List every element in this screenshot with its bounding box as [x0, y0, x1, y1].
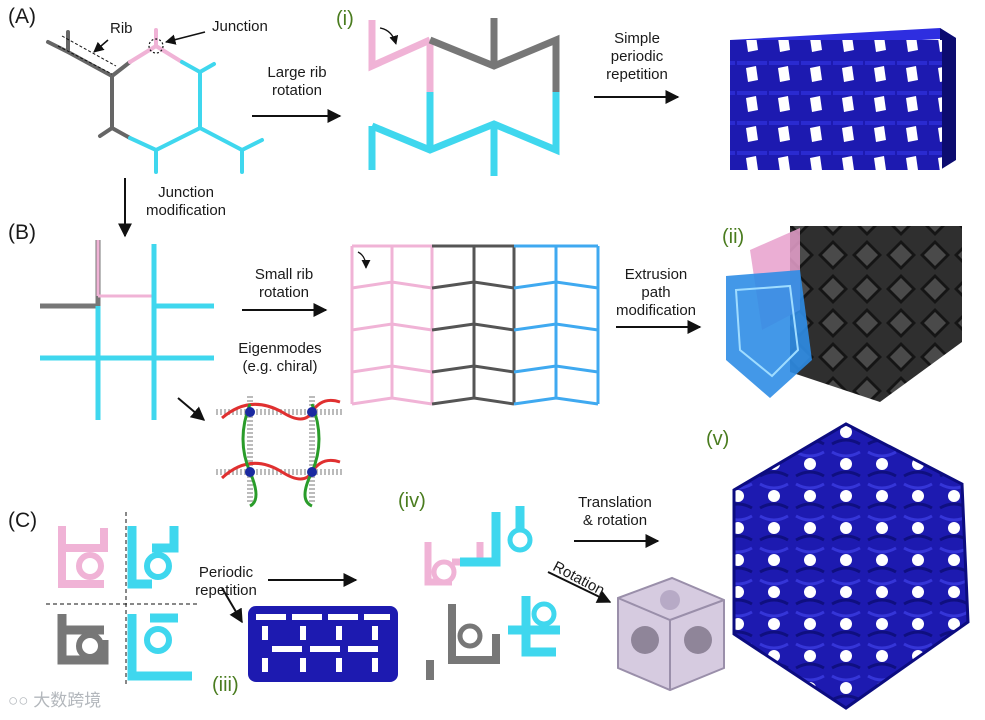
- eigenmode-plot: [216, 396, 342, 508]
- subpanel-label-iii: (iii): [212, 674, 239, 696]
- translation-rotation-caption: Translation & rotation: [578, 494, 652, 529]
- panel-label-a: (A): [8, 5, 36, 28]
- rib-junction-diagram: [46, 28, 264, 174]
- blue-hexagonal-lattice: [732, 422, 970, 710]
- diamond-structure-3d: [726, 226, 962, 402]
- rib-label: Rib: [110, 20, 133, 37]
- junction-modification-caption: Junction modification: [145, 184, 227, 219]
- extrusion-path-modification-caption: Extrusion path modification: [615, 266, 697, 319]
- panel-label-b: (B): [8, 221, 36, 244]
- lavender-cube: [617, 576, 725, 692]
- square-grid: [40, 240, 214, 420]
- large-rib-rotation-caption: Large rib rotation: [267, 64, 327, 99]
- panel-label-c: (C): [8, 509, 38, 532]
- arrow-rotation: [547, 571, 612, 603]
- navy-weave-sheet: [248, 606, 398, 682]
- subpanel-label-ii: (ii): [722, 226, 745, 248]
- large-rotation-structure: [368, 18, 560, 176]
- subpanel-label-v: (v): [706, 428, 730, 450]
- simple-periodic-repetition-caption: Simple periodic repetition: [606, 30, 668, 83]
- rotated-unit-cell: [424, 506, 560, 680]
- arrow-to-weave: [221, 587, 243, 624]
- watermark: ○○ 大数跨境: [8, 691, 102, 710]
- periodic-repetition-caption: Periodic repetition: [195, 564, 257, 599]
- subpanel-label-i: (i): [336, 8, 354, 30]
- chevron-lattice: [350, 244, 600, 406]
- subpanel-label-iv: (iv): [398, 490, 426, 512]
- watermark-logo-icon: ○○: [8, 691, 29, 710]
- junction-marker: [148, 38, 164, 54]
- navy-lattice-block: [730, 28, 956, 170]
- eigenmodes-caption: Eigenmodes (e.g. chiral): [238, 340, 322, 375]
- junction-label: Junction: [212, 18, 268, 35]
- interlocking-unit-cell: [46, 512, 200, 684]
- small-rib-rotation-caption: Small rib rotation: [254, 266, 314, 301]
- arrow-eigenmodes: [177, 397, 206, 421]
